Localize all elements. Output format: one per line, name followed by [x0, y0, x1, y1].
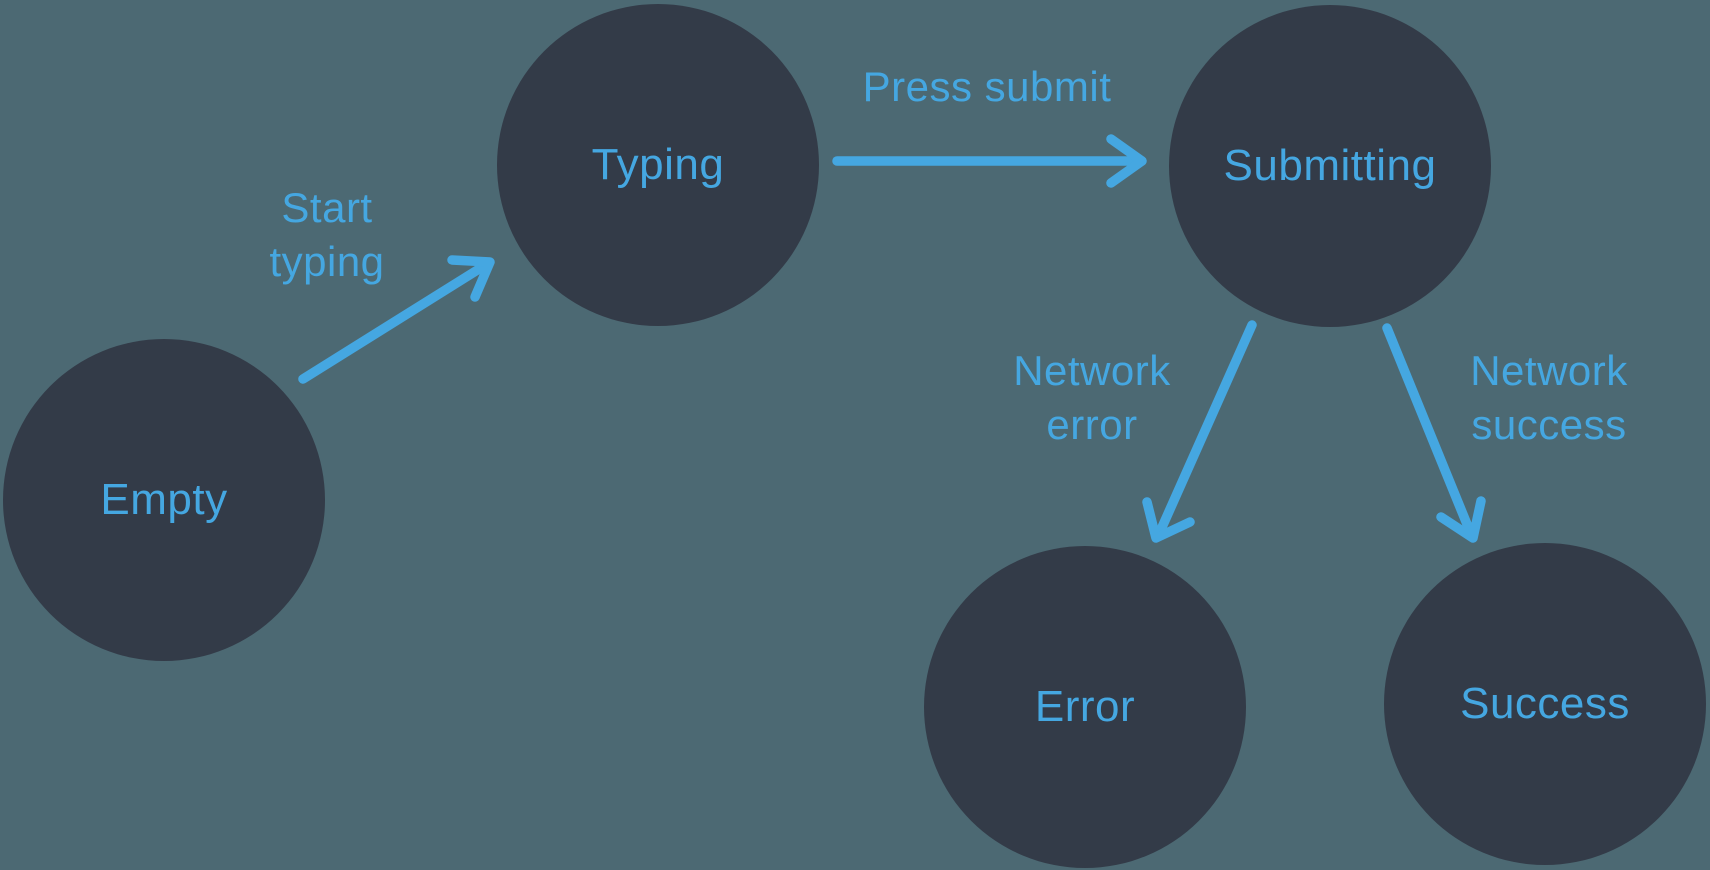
transition-label-line: typing [269, 238, 385, 285]
transition-label-line: error [1046, 401, 1138, 448]
transition-label-network-success: Network success [1470, 344, 1628, 452]
transition-label-line: Network [1470, 347, 1628, 394]
state-node-success: Success [1384, 543, 1706, 865]
transition-label-press-submit: Press submit [863, 60, 1112, 114]
transition-label-line: Press submit [862, 63, 1112, 110]
arrow-press-submit [832, 134, 1147, 188]
state-node-error: Error [924, 546, 1246, 868]
state-label-submitting: Submitting [1223, 141, 1437, 190]
transition-label-line: Network [1013, 347, 1171, 394]
state-label-error: Error [1034, 682, 1136, 731]
state-node-typing: Typing [497, 4, 819, 326]
state-label-success: Success [1460, 679, 1630, 728]
arrow-network-success [1382, 323, 1486, 543]
transition-label-line: Start [281, 184, 373, 231]
state-node-empty: Empty [3, 339, 325, 661]
transition-label-network-error: Network error [1013, 344, 1171, 452]
state-label-typing: Typing [591, 140, 725, 189]
transition-label-start-typing: Start typing [269, 181, 384, 289]
transition-label-line: success [1471, 401, 1627, 448]
state-node-submitting: Submitting [1169, 5, 1491, 327]
state-label-empty: Empty [100, 475, 228, 524]
